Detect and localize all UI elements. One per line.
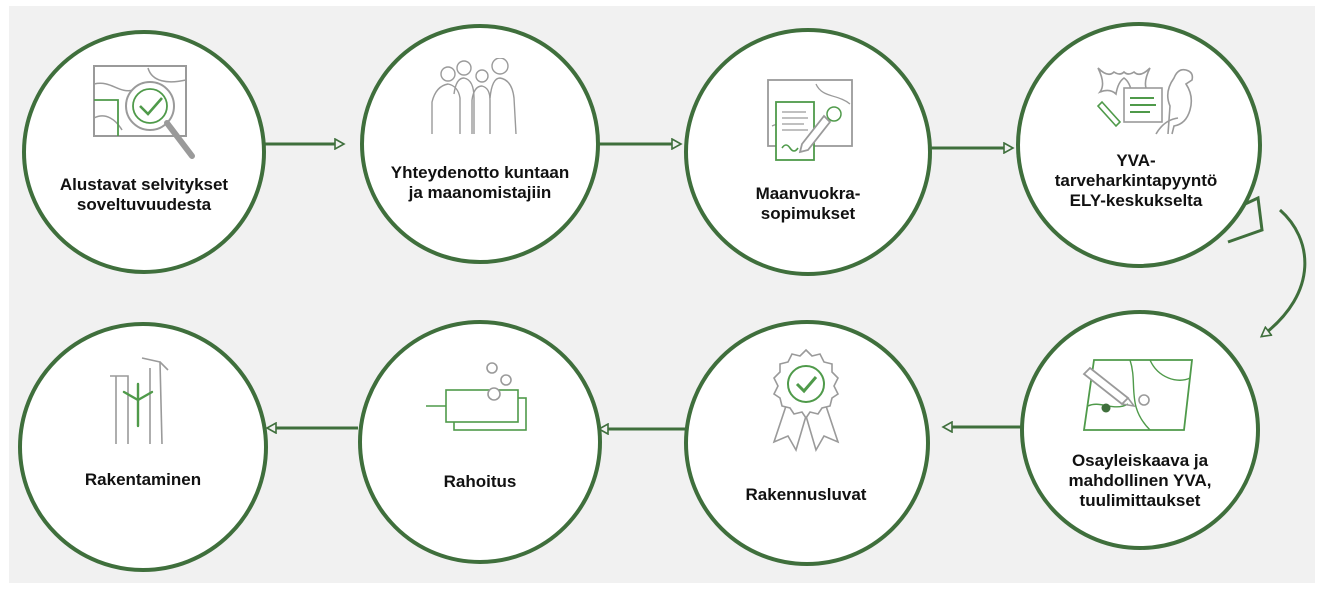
step-label-line: Rakennusluvat xyxy=(745,485,867,504)
map-magnifier-check-icon xyxy=(93,65,195,159)
step-label-line: Osayleiskaava ja xyxy=(1071,451,1209,470)
step-label-line: Alustavat selvitykset xyxy=(59,175,229,194)
step-label-maanvuokra: Maanvuokra- sopimukset xyxy=(708,184,908,224)
certificate-ribbon-icon xyxy=(772,348,840,453)
step-label-yva-tarve: YVA- tarveharkintapyyntö ELY-keskukselta xyxy=(1036,151,1236,211)
step-circle-yva-tarve xyxy=(1016,22,1262,268)
step-circle-rahoitus xyxy=(358,320,602,564)
step-label-alustavat: Alustavat selvitykset soveltuvuudesta xyxy=(44,175,244,215)
wind-turbine-icon xyxy=(110,357,169,445)
step-circle-alustavat xyxy=(22,30,266,274)
step-label-line: Maanvuokra- xyxy=(755,184,861,203)
step-label-yhteydenotto: Yhteydenotto kuntaan ja maanomistajiin xyxy=(380,163,580,203)
step-label-rakentaminen: Rakentaminen xyxy=(43,470,243,490)
step-label-line: Yhteydenotto kuntaan xyxy=(390,163,570,182)
people-group-icon xyxy=(431,58,517,135)
step-label-line: ELY-keskukselta xyxy=(1069,191,1203,210)
step-label-line: mahdollinen YVA, xyxy=(1068,471,1212,490)
step-label-line: Rahoitus xyxy=(443,472,517,491)
step-label-line: sopimukset xyxy=(760,204,856,223)
arrow-4-to-5 xyxy=(1262,208,1307,336)
step-circle-yhteydenotto xyxy=(360,24,600,264)
step-label-line: YVA- xyxy=(1116,151,1156,170)
step-label-line: soveltuvuudesta xyxy=(76,195,212,214)
step-label-rakennusluvat: Rakennusluvat xyxy=(706,485,906,505)
step-label-line: ja maanomistajiin xyxy=(408,183,552,202)
step-label-osayleiskaava: Osayleiskaava ja mahdollinen YVA, tuulim… xyxy=(1040,451,1240,511)
step-circle-rakentaminen xyxy=(18,322,268,572)
step-label-line: Rakentaminen xyxy=(84,470,202,489)
step-label-line: tuulimittaukset xyxy=(1079,491,1201,510)
step-circle-rakennusluvat xyxy=(684,320,930,566)
money-bills-coins-icon xyxy=(426,362,527,431)
bat-bird-document-icon xyxy=(1096,67,1194,135)
map-pen-icon xyxy=(1082,359,1194,431)
contract-signing-icon xyxy=(767,79,853,161)
step-label-rahoitus: Rahoitus xyxy=(380,472,580,492)
step-label-line: tarveharkintapyyntö xyxy=(1054,171,1218,190)
